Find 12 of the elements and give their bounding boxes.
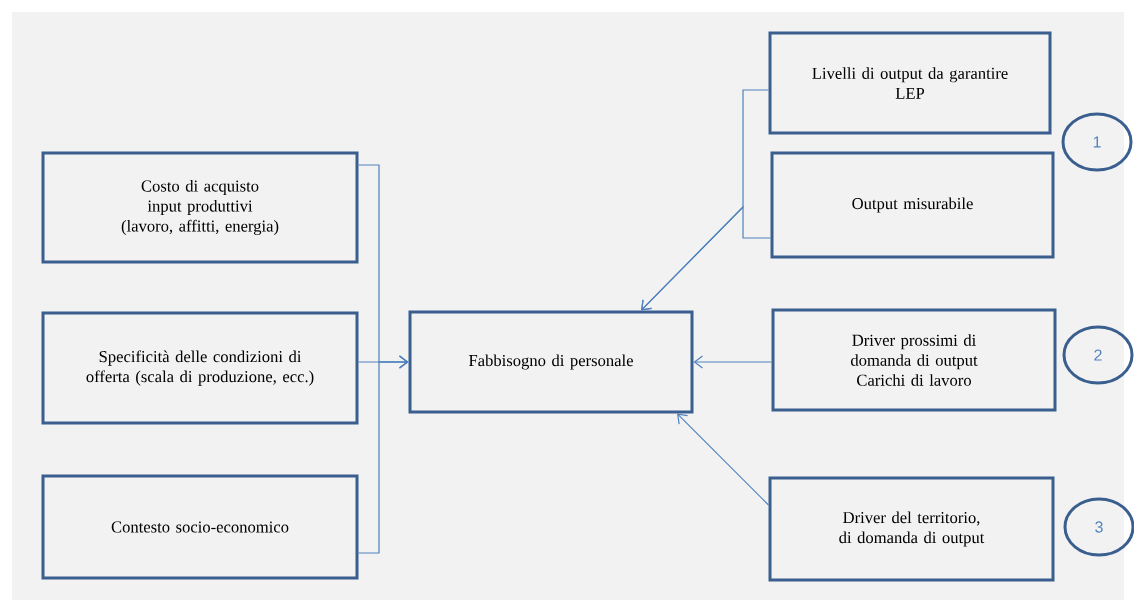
text-box: Driver prossimi di domanda di output Carichi di lavoro bbox=[771, 308, 1057, 412]
arrow bbox=[357, 355, 409, 554]
arrow bbox=[693, 355, 773, 369]
arrow bbox=[677, 413, 770, 506]
text-box: Contesto socio-economico bbox=[41, 474, 359, 580]
arrow bbox=[641, 205, 772, 311]
text-box: Specificità delle condizioni di offerta (scala di produzione, ecc.) bbox=[41, 311, 359, 425]
text-box: Output misurabile bbox=[770, 151, 1055, 259]
text-box: Driver del territorio, di domanda di output bbox=[768, 476, 1055, 582]
text-box: Livelli di output da garantire LEP bbox=[768, 31, 1052, 135]
text-box: Fabbisogno di personale bbox=[408, 310, 694, 414]
text-box: Costo di acquisto input produttivi (lavoro, affitti, energia) bbox=[41, 151, 359, 264]
